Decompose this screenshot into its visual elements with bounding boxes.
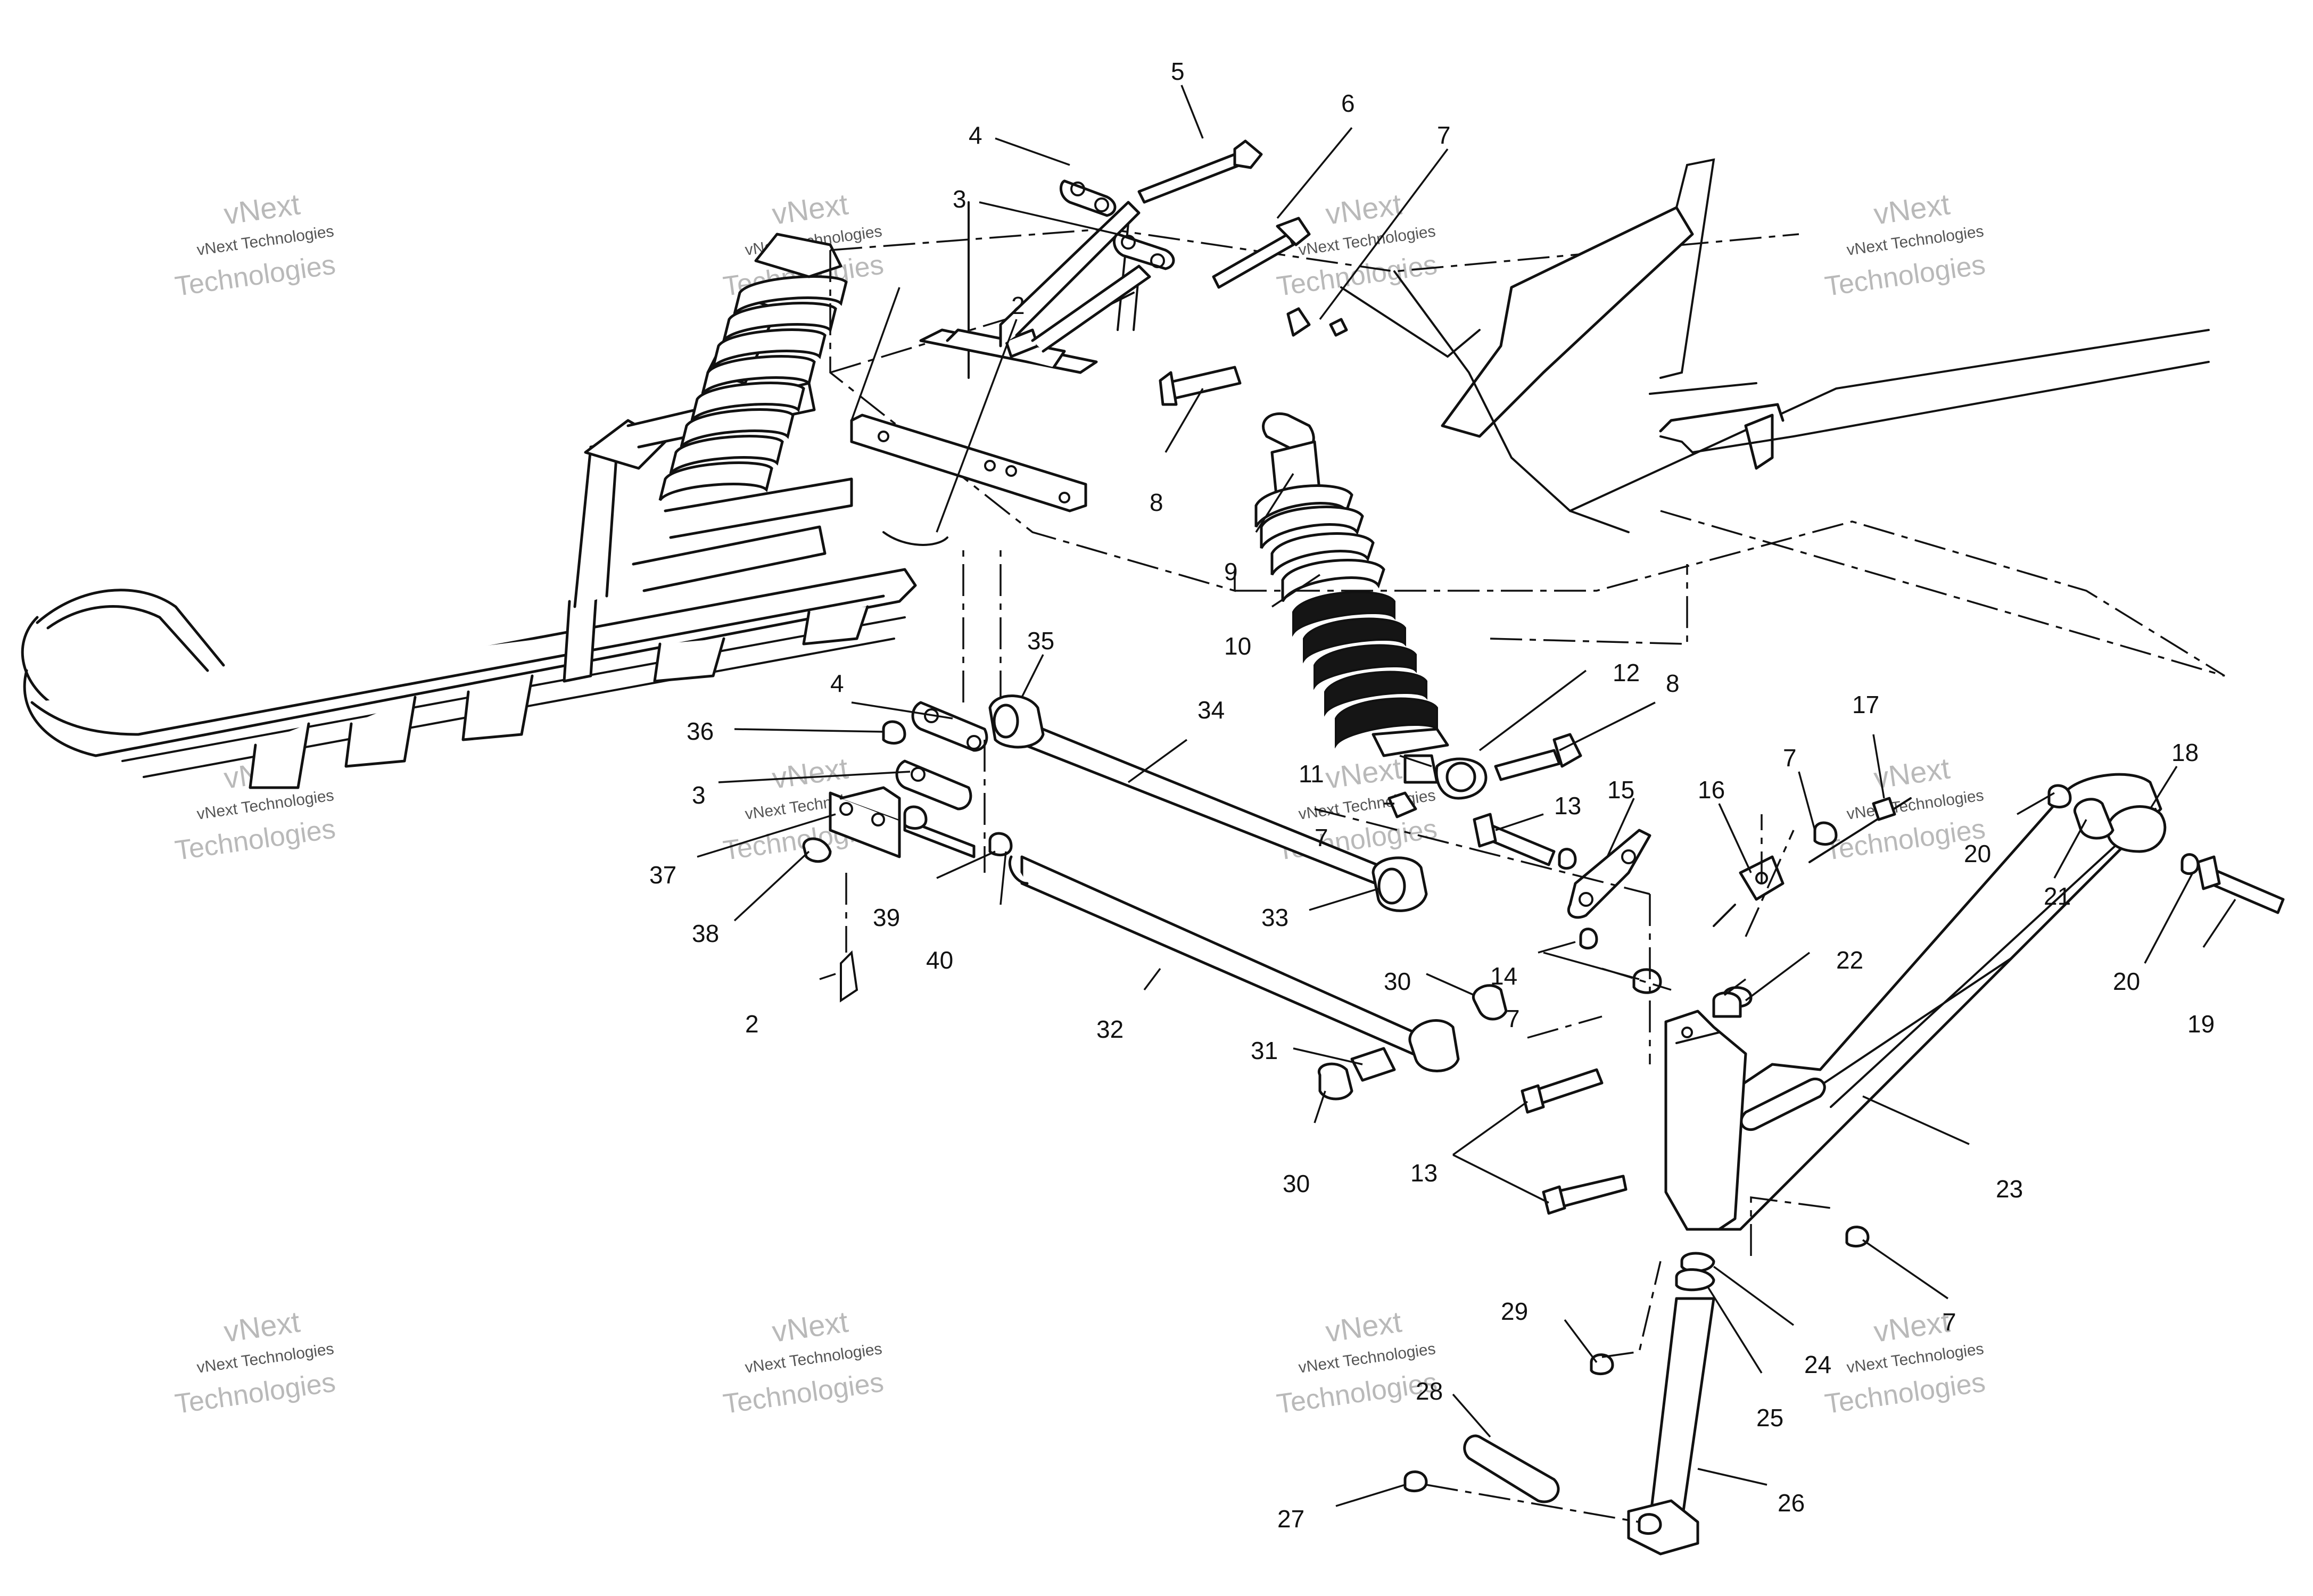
right-side-hardware (1473, 797, 1912, 1008)
chassis-frame (829, 158, 2225, 702)
callout-11: 11 (1299, 760, 1324, 788)
callout-14: 14 (1490, 962, 1517, 990)
upper-link-hardware (1059, 139, 1311, 289)
watermark-line1: vNext (770, 751, 850, 795)
callout-18: 18 (2171, 739, 2199, 766)
callout-10: 10 (1224, 632, 1251, 660)
callout-9: 9 (1224, 558, 1238, 585)
callout-31: 31 (1251, 1037, 1278, 1064)
callout-30: 30 (1384, 967, 1411, 995)
callout-2: 2 (745, 1010, 759, 1038)
callout-5: 5 (1171, 57, 1185, 85)
callout-19: 19 (2187, 1010, 2215, 1038)
callout-16: 16 (1698, 776, 1725, 804)
callout-37: 37 (649, 861, 676, 889)
callout-28: 28 (1416, 1377, 1443, 1405)
callout-39: 39 (873, 904, 900, 931)
callout-13: 13 (1410, 1159, 1438, 1187)
callout-27: 27 (1277, 1505, 1304, 1533)
callout-21: 21 (2044, 882, 2071, 910)
callout-24: 24 (1804, 1351, 1831, 1378)
callout-36: 36 (687, 717, 714, 745)
callout-35: 35 (1027, 627, 1054, 655)
callout-40: 40 (926, 946, 953, 974)
upper-bracket (919, 201, 1151, 374)
callout-20: 20 (1964, 840, 1991, 867)
ski-spindle (1627, 1252, 1715, 1556)
callout-4: 4 (969, 121, 982, 149)
a-arm-bolts (1521, 853, 2285, 1248)
watermark-line1: vNext (1324, 751, 1404, 795)
leader-lines (697, 85, 2236, 1507)
callout-32: 32 (1096, 1015, 1124, 1043)
callout-4: 4 (830, 669, 844, 697)
callout-8: 8 (1150, 489, 1163, 516)
front-shock-absorber (1254, 412, 1488, 800)
background-shock-spring (658, 233, 848, 501)
watermark-line1: vNext (222, 1305, 302, 1349)
callout-20: 20 (2113, 967, 2140, 995)
spindle-bushing-fittings (1403, 1353, 1614, 1503)
watermark-line1: vNext (222, 187, 302, 231)
assembly-lines (1314, 808, 1831, 1523)
callout-7: 7 (1943, 1308, 1956, 1336)
spindle-bracket (1664, 991, 1747, 1231)
callout-26: 26 (1778, 1489, 1805, 1517)
callout-29: 29 (1501, 1297, 1528, 1325)
callout-33: 33 (1261, 904, 1288, 931)
callout-13: 13 (1554, 792, 1581, 820)
left-pivot-bracket (802, 701, 1013, 1003)
lower-radius-rod (1008, 855, 1508, 1101)
callout-34: 34 (1197, 696, 1225, 724)
callout-23: 23 (1996, 1175, 2023, 1203)
callout-7: 7 (1315, 824, 1328, 851)
watermark-line1: vNext (1872, 751, 1952, 795)
callout-3: 3 (692, 781, 706, 809)
callout-6: 6 (1341, 89, 1355, 117)
callout-2: 2 (1011, 292, 1025, 319)
callout-8: 8 (1666, 669, 1680, 697)
watermark-line1: vNext (770, 187, 850, 231)
callout-7: 7 (1783, 744, 1797, 772)
shock-bottom-hardware (1387, 733, 1582, 818)
callout-3: 3 (953, 185, 966, 213)
callout-30: 30 (1283, 1170, 1310, 1197)
shock-top-bolt (1159, 307, 1348, 406)
callout-38: 38 (692, 920, 719, 947)
callout-12: 12 (1613, 659, 1640, 687)
callout-7: 7 (1506, 1005, 1520, 1032)
watermark-line1: vNext (770, 1305, 850, 1349)
callout-15: 15 (1607, 776, 1634, 804)
watermark-line1: vNext (1324, 1305, 1404, 1349)
mount-plate (850, 414, 1087, 546)
callout-17: 17 (1852, 691, 1879, 718)
upper-radius-rod (988, 694, 1428, 912)
callout-25: 25 (1756, 1404, 1783, 1432)
watermark-line1: vNext (1872, 1305, 1952, 1349)
callout-7: 7 (1437, 121, 1451, 149)
watermark-line1: vNext (1872, 187, 1952, 231)
callout-22: 22 (1836, 946, 1863, 974)
